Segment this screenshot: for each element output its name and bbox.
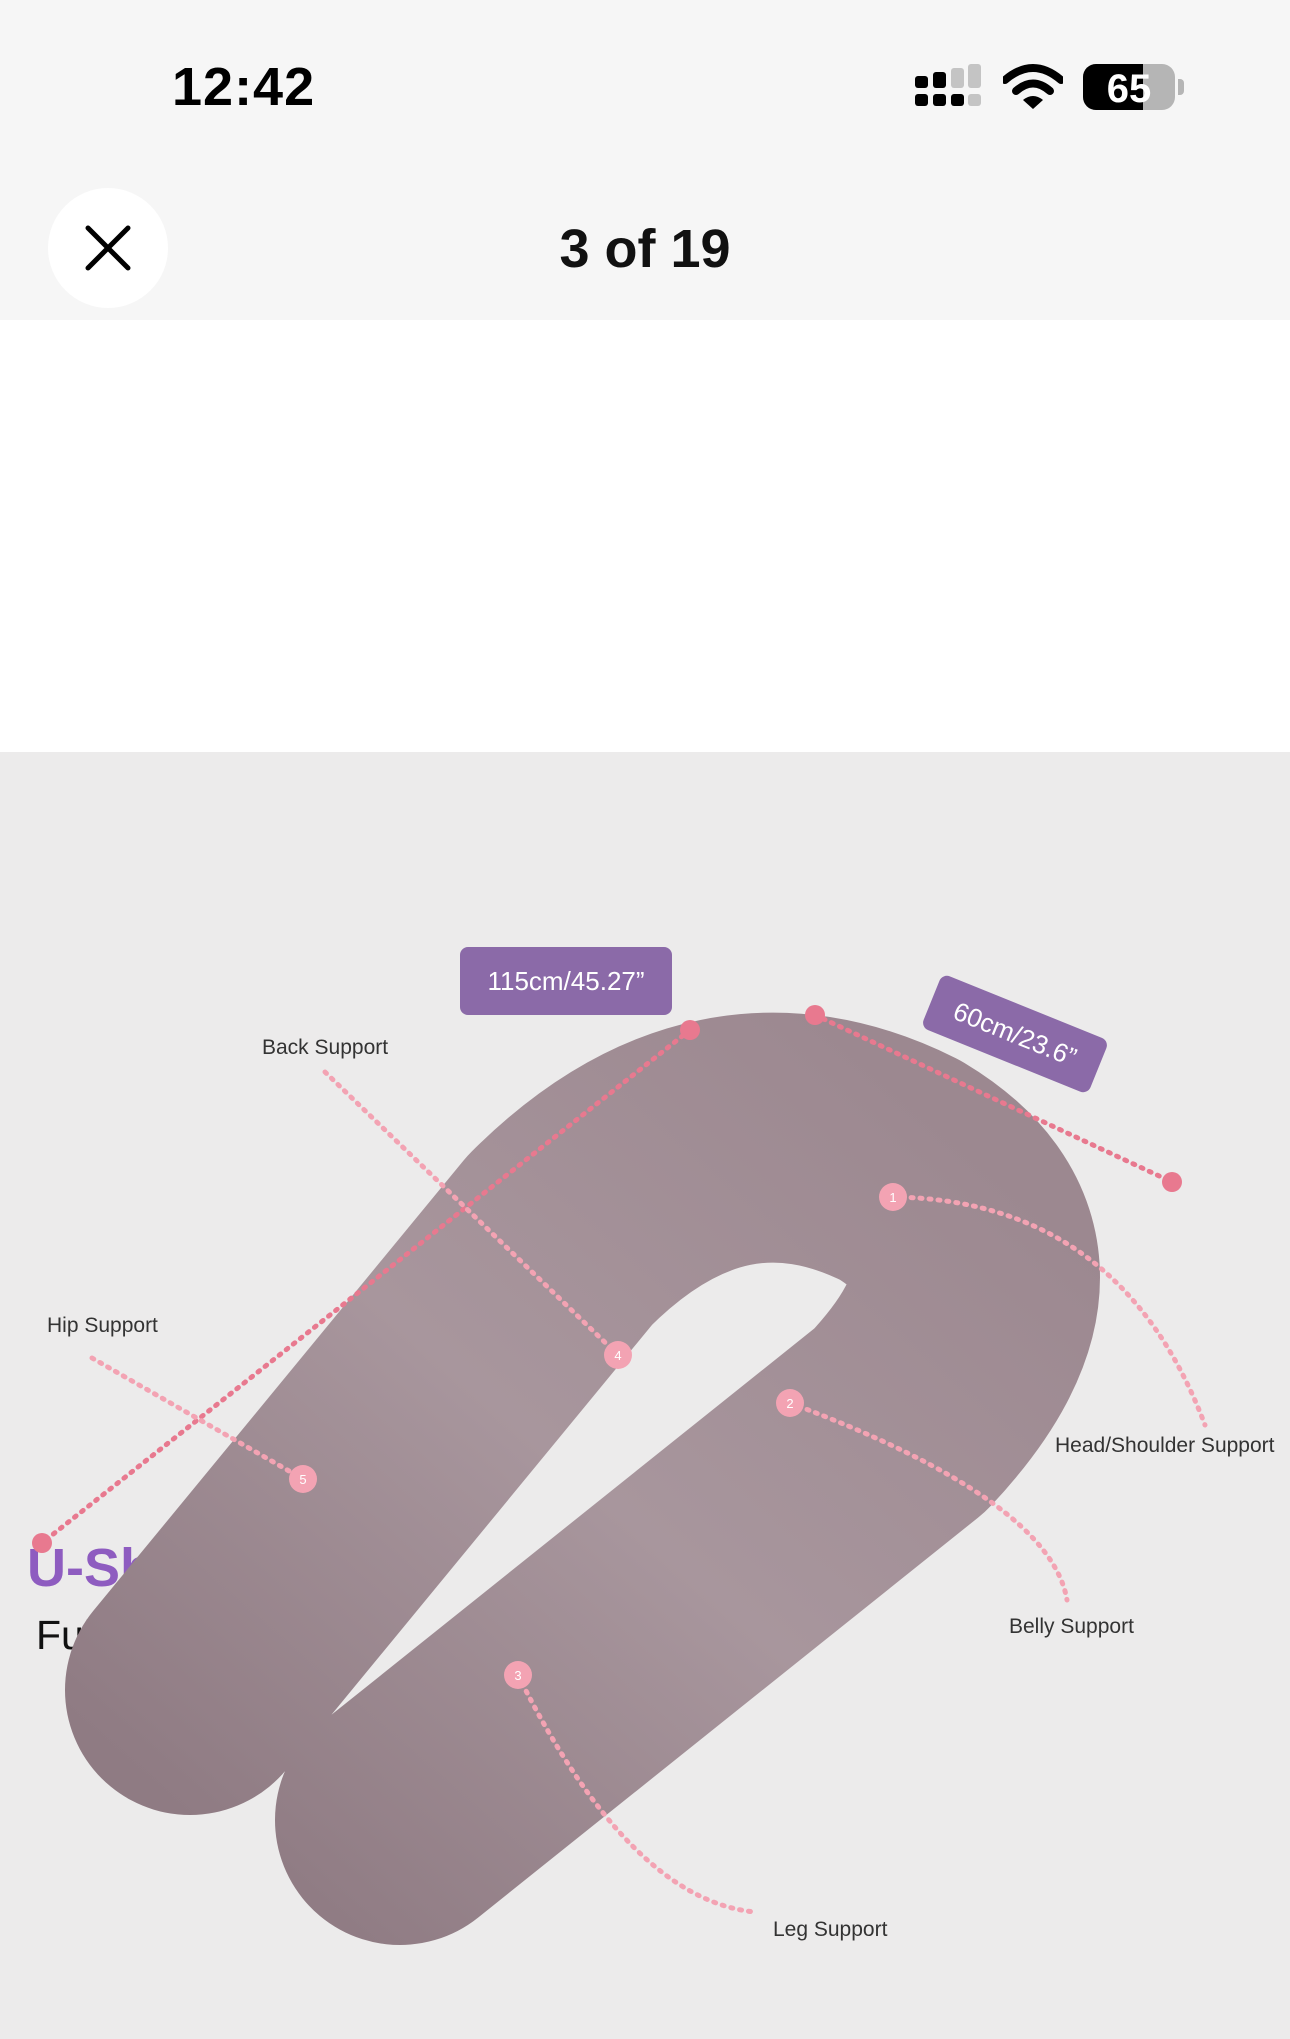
label-head-shoulder-support: Head/Shoulder Support — [1055, 1434, 1275, 1457]
length-badge: 115cm/45.27” — [460, 947, 672, 1015]
page-counter-title: 3 of 19 — [559, 219, 731, 279]
battery-level: 65 — [1106, 67, 1152, 110]
close-icon — [85, 225, 131, 271]
pillow-shape — [65, 1012, 1100, 1945]
label-belly-support: Belly Support — [1009, 1615, 1134, 1638]
length-dots — [39, 1027, 693, 1546]
marker-4: 4 — [614, 1348, 621, 1363]
marker-2: 2 — [786, 1396, 793, 1411]
head-leader — [890, 1194, 1208, 1428]
width-dots — [812, 1012, 1175, 1185]
marker-5: 5 — [299, 1472, 306, 1487]
status-time: 12:42 — [172, 57, 316, 117]
signal-icon — [915, 64, 981, 106]
battery-nub — [1178, 79, 1184, 95]
battery-icon: 65 — [1083, 64, 1175, 110]
label-leg-support: Leg Support — [773, 1918, 888, 1941]
top-bar: 12:42 65 3 of 19 — [0, 0, 1290, 320]
leg-leader — [515, 1672, 758, 1915]
marker-3: 3 — [514, 1668, 521, 1683]
label-back-support: Back Support — [262, 1036, 389, 1059]
close-button[interactable] — [48, 188, 168, 308]
wifi-icon — [1003, 64, 1063, 109]
belly-leader — [787, 1400, 1070, 1603]
label-hip-support: Hip Support — [47, 1314, 158, 1337]
marker-1: 1 — [889, 1190, 896, 1205]
